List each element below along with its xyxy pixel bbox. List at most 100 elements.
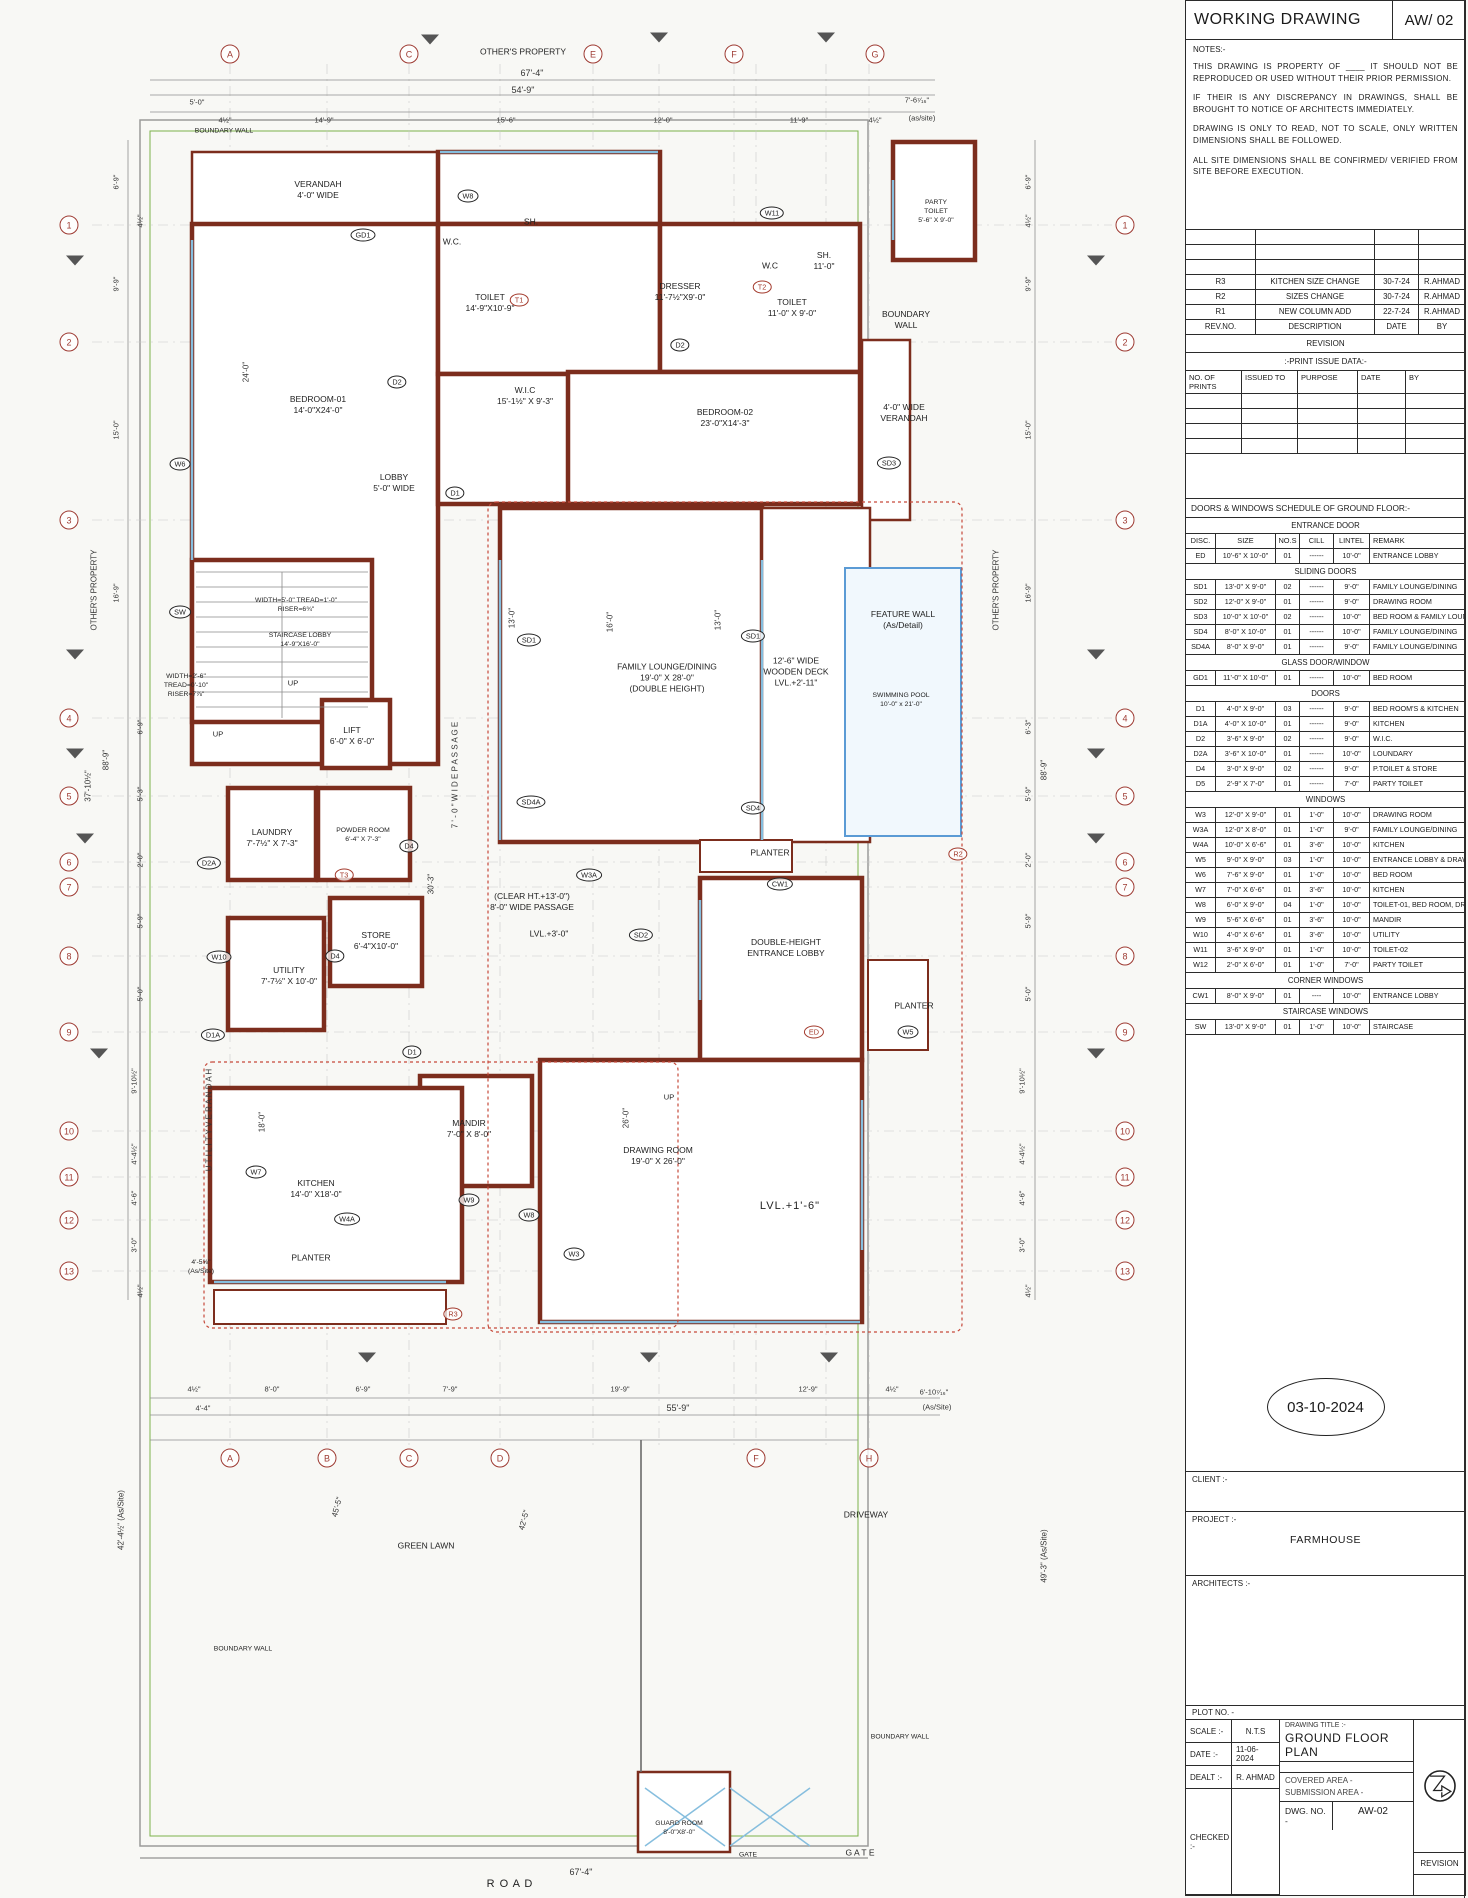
dimension-text: 4'-6"	[1017, 1190, 1027, 1206]
print-col	[1242, 424, 1298, 438]
room-label: WIDTH=5'-0" TREAD=1'-0" RISER=6¾"	[255, 597, 337, 615]
schedule-disc: SD1	[1186, 580, 1216, 594]
section-marker-triangle-icon	[650, 32, 668, 60]
schedule-row: D5 2'-9" X 7'-0" 01 ------ 7'-0" PARTY T…	[1186, 777, 1465, 792]
schedule-size: 12'-0" X 8'-0"	[1216, 823, 1276, 837]
schedule-lintel: 10'-0"	[1334, 610, 1370, 624]
sheet-right-border	[1464, 0, 1465, 1898]
building-walls	[189, 139, 978, 1854]
print-col	[1298, 439, 1358, 453]
schedule-cill: 3'-6"	[1300, 838, 1334, 852]
schedule-disc: W11	[1186, 943, 1216, 957]
schedule-remark: W.I.C.	[1373, 734, 1393, 743]
schedule-lintel: 10'-0"	[1334, 928, 1370, 942]
section-marker-letter: A	[1092, 254, 1099, 265]
schedule-nos: 01	[1276, 928, 1300, 942]
vertical-label: 18'-0"	[257, 1111, 267, 1133]
room-label-line1: FAMILY LOUNGE/DINING	[617, 661, 717, 672]
schedule-lintel: 10'-0"	[1334, 625, 1370, 639]
schedule-remark: ENTRANCE LOBBY	[1373, 551, 1439, 560]
print-col	[1358, 439, 1406, 453]
dimension-text: 5'-9"	[1023, 913, 1033, 929]
schedule-section-title: ENTRANCE DOOR	[1291, 521, 1360, 530]
plan-linework	[92, 64, 1112, 1859]
room-label-line1: DRESSER	[659, 280, 701, 291]
room-label-line1: 4'-0" WIDE	[883, 401, 925, 412]
print-col: ISSUED TO	[1242, 371, 1298, 393]
revision-description: SIZES CHANGE	[1256, 290, 1375, 304]
section-marker-letter: G	[655, 31, 663, 42]
room-label-line1: LAUNDRY	[251, 826, 293, 837]
schedule-lintel: 9'-0"	[1334, 702, 1370, 716]
schedule-row: SD3 10'-0" X 10'-0" 02 ------ 10'-0" BED…	[1186, 610, 1465, 625]
schedule-lintel: 7'-0"	[1334, 958, 1370, 972]
room-label-line2: 15'-1½" X 9'-3"	[496, 396, 554, 406]
section-marker-letter: H	[822, 31, 830, 42]
schedule-row: SD2 12'-0" X 9'-0" 01 ------ 9'-0" DRAWI…	[1186, 595, 1465, 610]
schedule-cill: 3'-6"	[1300, 883, 1334, 897]
schedule-size: 6'-0" X 9'-0"	[1216, 898, 1276, 912]
schedule-disc: W10	[1186, 928, 1216, 942]
schedule-size: 2'-0" X 6'-0"	[1216, 958, 1276, 972]
schedule-cill: 1'-0"	[1300, 958, 1334, 972]
room-label-line2: 14'-0"X24'-0"	[293, 405, 343, 415]
print-issue-row	[1186, 439, 1465, 454]
room-label-line2: (As/Detail)	[883, 620, 923, 630]
section-marker-triangle-icon	[76, 833, 94, 861]
schedule-size: 3'-6" X 9'-0"	[1216, 943, 1276, 957]
drawing-title-cell: DRAWING TITLE :- GROUND FLOOR PLAN	[1280, 1720, 1413, 1762]
vertical-label: 88'-9"	[101, 749, 111, 771]
section-marker: A	[66, 255, 84, 284]
room-label: DRAWING ROOM 19'-0" X 26'-0"	[623, 1145, 693, 1167]
room-label-line2: 7'-7½" X 10'-0"	[260, 976, 318, 986]
room-label: 4'-0" WIDE VERANDAH	[880, 402, 927, 424]
schedule-cill: ------	[1300, 640, 1334, 654]
schedule-lintel: 9'-0"	[1334, 732, 1370, 746]
reference-tag: SD3	[876, 456, 902, 470]
grid-bubble: 1	[1115, 215, 1135, 235]
reference-tag: SD4A	[516, 795, 546, 809]
schedule-lintel: 10'-0"	[1334, 808, 1370, 822]
dimension-text: 14'-9"	[314, 115, 334, 125]
schedule-size: 3'-0" X 9'-0"	[1216, 762, 1276, 776]
schedule-nos: 01	[1276, 913, 1300, 927]
schedule-nos: 01	[1276, 549, 1300, 563]
project-section: PROJECT :- FARMHOUSE	[1186, 1512, 1465, 1576]
reference-tag: W4A	[334, 1212, 360, 1226]
schedule-size: 13'-0" X 9'-0"	[1216, 580, 1276, 594]
vertical-label: 16'-0"	[605, 611, 615, 633]
dimension-text: 5'-0"	[135, 986, 145, 1002]
revision-date	[1375, 230, 1419, 244]
dimension-text: 15'-0"	[111, 420, 121, 440]
room-label-line1: G A T E	[845, 1847, 875, 1858]
schedule-lintel: 10'-0"	[1334, 1020, 1370, 1034]
print-issue-caption: :-PRINT ISSUE DATA:-	[1186, 353, 1465, 371]
date-value: 11-06-2024	[1232, 1743, 1280, 1766]
vertical-label: 24'-0"	[241, 361, 251, 383]
room-label: BEDROOM-01 14'-0"X24'-0"	[290, 394, 346, 416]
dimension-text: 9'-9"	[111, 276, 121, 292]
title-block-header: WORKING DRAWING AW/ 02	[1186, 1, 1465, 40]
print-col: BY	[1409, 373, 1420, 382]
room-label-line2: TREAD=0'-10"	[163, 681, 209, 689]
reference-tag: W5	[897, 1025, 919, 1039]
reference-tag: ED	[803, 1025, 825, 1039]
schedule-row: D2 3'-6" X 9'-0" 02 ------ 9'-0" W.I.C.	[1186, 732, 1465, 747]
schedule-row: SD1 13'-0" X 9'-0" 02 ------ 9'-0" FAMIL…	[1186, 580, 1465, 595]
vertical-label: 26'-0"	[621, 1107, 631, 1129]
room-label: BOUNDARY WALL	[214, 1646, 272, 1655]
schedule-nos: 01	[1276, 808, 1300, 822]
schedule-remark: UTILITY	[1373, 930, 1400, 939]
room-label-line2: 14'-0" X18'-0"	[290, 1189, 342, 1199]
room-label-line1: 12'-6" WIDE	[772, 655, 820, 666]
schedule-row: W3A 12'-0" X 8'-0" 01 1'-0" 9'-0" FAMILY…	[1186, 823, 1465, 838]
schedule-remark: FAMILY LOUNGE/DINING	[1373, 582, 1458, 591]
schedule-disc: SD4A	[1186, 640, 1216, 654]
schedule-row: W9 5'-6" X 6'-6" 01 3'-6" 10'-0" MANDIR	[1186, 913, 1465, 928]
print-col	[1358, 394, 1406, 408]
room-label-line2: 7'-7½" X 7'-3"	[246, 838, 298, 848]
dimension-text: 4½"	[187, 1384, 201, 1394]
room-label-line2: RISER=6¾"	[277, 606, 315, 613]
section-marker-letter: B	[71, 648, 78, 659]
room-label-line2: 10'-0" x 21'-0"	[880, 701, 922, 708]
